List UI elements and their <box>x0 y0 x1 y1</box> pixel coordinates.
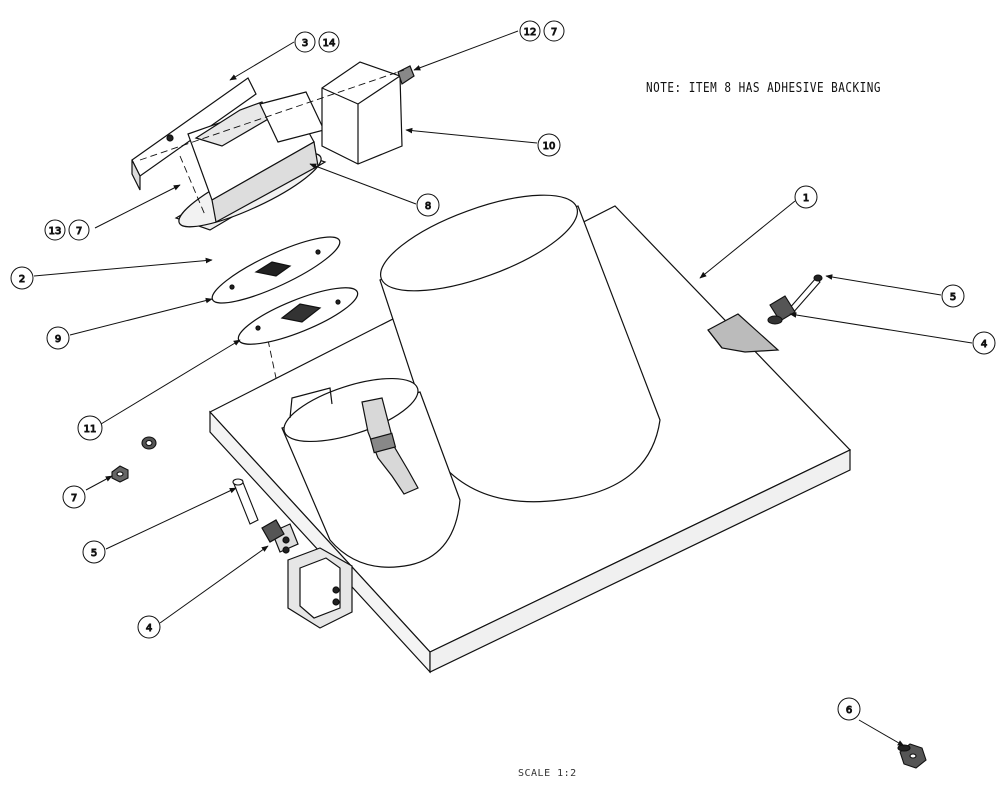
hinge-pin-right <box>767 274 823 325</box>
side-clip <box>707 313 780 353</box>
svg-text:12: 12 <box>524 27 537 38</box>
loose-nut-washer <box>111 436 157 483</box>
balloon-8: 8 <box>416 193 440 217</box>
balloon-7-top: 7 <box>543 20 565 42</box>
balloon-13: 13 <box>44 219 66 241</box>
svg-text:2: 2 <box>19 274 25 285</box>
leader-lines <box>33 30 973 747</box>
svg-text:4: 4 <box>981 339 987 350</box>
balloon-3: 3 <box>294 31 316 53</box>
svg-text:3: 3 <box>302 38 308 49</box>
svg-text:10: 10 <box>543 141 556 152</box>
svg-text:13: 13 <box>49 226 62 237</box>
hinge-pin-left <box>232 478 259 525</box>
svg-text:7: 7 <box>76 226 82 237</box>
balloon-2: 2 <box>10 266 34 290</box>
balloon-6: 6 <box>837 697 861 721</box>
balloon-12: 12 <box>519 20 541 42</box>
scale-label: SCALE 1:2 <box>518 768 577 779</box>
svg-text:4: 4 <box>146 623 152 634</box>
svg-text:1: 1 <box>803 193 809 204</box>
drawing-note: NOTE: ITEM 8 HAS ADHESIVE BACKING <box>646 80 882 96</box>
svg-text:14: 14 <box>323 38 336 49</box>
balloon-5-left: 5 <box>82 540 106 564</box>
disc-11 <box>237 287 359 345</box>
svg-text:8: 8 <box>425 201 431 212</box>
balloon-5-right: 5 <box>941 284 965 308</box>
mount-assembly <box>131 61 415 231</box>
svg-text:5: 5 <box>91 548 97 559</box>
large-housing <box>379 194 661 503</box>
balloon-1: 1 <box>794 185 818 209</box>
balloon-4-left: 4 <box>137 615 161 639</box>
svg-text:6: 6 <box>846 705 852 716</box>
balloon-10: 10 <box>537 133 561 157</box>
svg-text:7: 7 <box>551 27 557 38</box>
svg-text:7: 7 <box>71 493 77 504</box>
assembly-centerlines <box>139 69 405 379</box>
svg-text:5: 5 <box>950 292 956 303</box>
small-housing <box>281 377 461 568</box>
balloon-9: 9 <box>46 326 70 350</box>
balloon-11: 11 <box>77 415 103 441</box>
balloon-14: 14 <box>318 31 340 53</box>
balloon-7-mid: 7 <box>68 219 90 241</box>
lower-bracket <box>261 519 353 629</box>
svg-text:9: 9 <box>55 334 61 345</box>
svg-text:11: 11 <box>84 424 97 435</box>
balloon-4-right: 4 <box>972 331 996 355</box>
nut-washer-6 <box>897 743 927 769</box>
balloon-7-left: 7 <box>62 485 86 509</box>
